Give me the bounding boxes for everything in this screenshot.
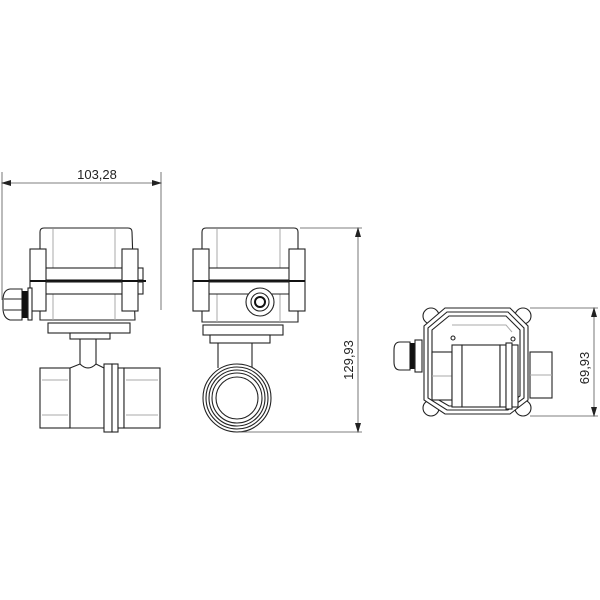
dimension-depth-label: 69,93 xyxy=(577,352,592,385)
front-view xyxy=(192,227,306,433)
dimension-depth: 69,93 xyxy=(530,307,598,417)
side-view xyxy=(2,227,161,433)
dimension-height-label: 129,93 xyxy=(341,340,356,380)
dimension-width-label: 103,28 xyxy=(77,167,117,182)
top-view xyxy=(393,307,553,417)
dimension-width: 103,28 xyxy=(1,167,162,310)
dimension-height: 129,93 xyxy=(240,227,362,433)
